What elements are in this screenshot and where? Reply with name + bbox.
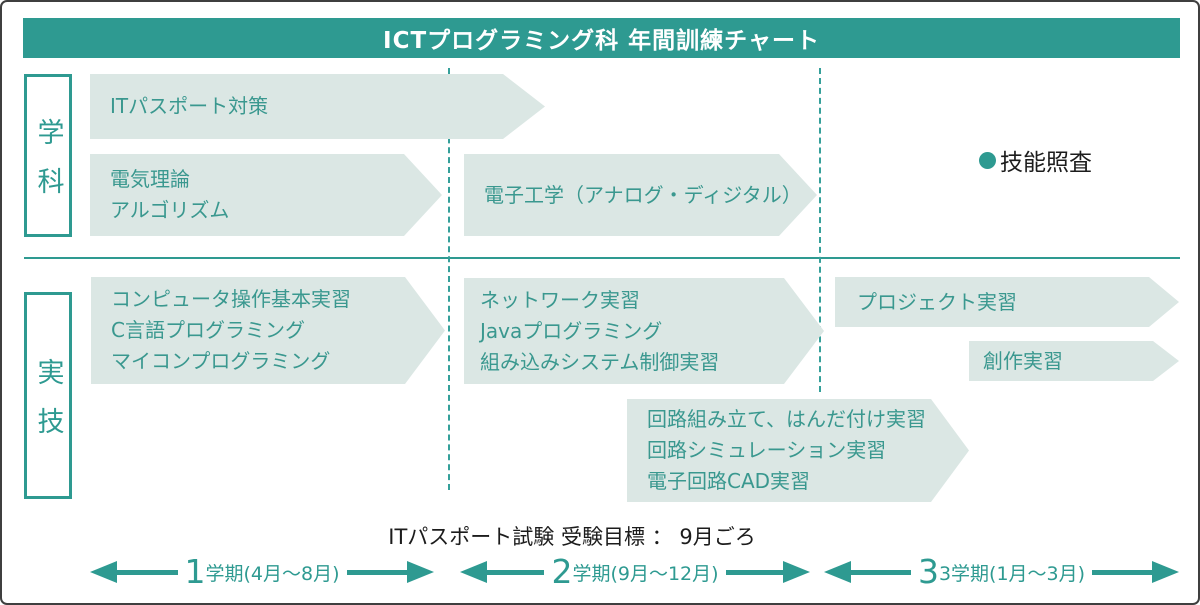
term-number: 2	[551, 552, 573, 591]
course-bar-electric-theory: 電気理論 アルゴリズム	[90, 154, 442, 236]
course-label: ネットワーク実習	[480, 287, 640, 312]
course-label: 組み込みシステム制御実習	[480, 349, 720, 374]
course-label: 回路シミュレーション実習	[647, 438, 887, 462]
arrow-right-icon	[783, 561, 810, 583]
arrow-line	[725, 569, 783, 575]
milestone-dot-icon	[979, 151, 996, 169]
arrow-right-icon	[407, 561, 435, 583]
course-label: 電子工学（アナログ・ディジタル）	[484, 182, 802, 207]
course-label: C言語プログラミング	[111, 318, 305, 342]
arrow-left-icon	[824, 561, 851, 583]
term-number: 1	[184, 552, 206, 591]
arrow-line	[851, 569, 911, 575]
course-label: Javaプログラミング	[480, 318, 663, 343]
course-label: 回路組み立て、はんだ付け実習	[647, 407, 926, 431]
arrow-line	[117, 569, 178, 575]
term-text: 学期(4月〜8月)	[205, 562, 340, 585]
page-title: ICTプログラミング科 年間訓練チャート	[383, 28, 820, 54]
course-label: 電気理論	[110, 167, 190, 191]
arrow-left-icon	[460, 561, 487, 583]
course-bar-electronics: 電子工学（アナログ・ディジタル）	[464, 154, 817, 236]
course-label: ITパスポート対策	[110, 94, 269, 118]
term-divider-1	[448, 68, 450, 490]
term-number: 3	[917, 552, 939, 591]
section-label-gakka: 学科	[24, 74, 72, 237]
title-bar: ICTプログラミング科 年間訓練チャート	[23, 18, 1180, 58]
course-bar-network: ネットワーク実習 Javaプログラミング 組み込みシステム制御実習	[464, 278, 824, 384]
exam-target-note: ITパスポート試験 受験目標 ： 9月ごろ	[388, 525, 756, 549]
arrow-line	[1092, 569, 1152, 575]
course-label: プロジェクト実習	[857, 289, 1017, 314]
arrow-right-icon	[1152, 561, 1179, 583]
course-bar-circuit: 回路組み立て、はんだ付け実習 回路シミュレーション実習 電子回路CAD実習	[627, 399, 969, 502]
course-bar-computer-basics: コンピュータ操作基本実習 C言語プログラミング マイコンプログラミング	[91, 277, 445, 384]
milestone-label: 技能照査	[1000, 150, 1092, 176]
course-label: マイコンプログラミング	[111, 349, 331, 373]
course-bar-creative: 創作実習	[969, 341, 1179, 381]
term-text: 学期(9月〜12月)	[572, 562, 719, 585]
arrow-left-icon	[90, 561, 117, 583]
section-label-jitsugi: 実技	[24, 292, 72, 499]
term-text: 3学期(1月〜3月)	[938, 562, 1086, 585]
course-bar-project: プロジェクト実習	[835, 277, 1179, 327]
course-label: アルゴリズム	[110, 198, 230, 222]
course-bar-it-passport: ITパスポート対策	[90, 74, 545, 139]
section-divider-line	[24, 257, 1180, 259]
term-divider-2	[819, 68, 821, 392]
course-label: コンピュータ操作基本実習	[111, 287, 351, 311]
course-label: 電子回路CAD実習	[647, 469, 811, 493]
milestone-skill-check: 技能照査	[979, 143, 1092, 177]
arrow-line	[346, 569, 408, 575]
arrow-line	[487, 569, 545, 575]
course-label: 創作実習	[983, 348, 1063, 373]
